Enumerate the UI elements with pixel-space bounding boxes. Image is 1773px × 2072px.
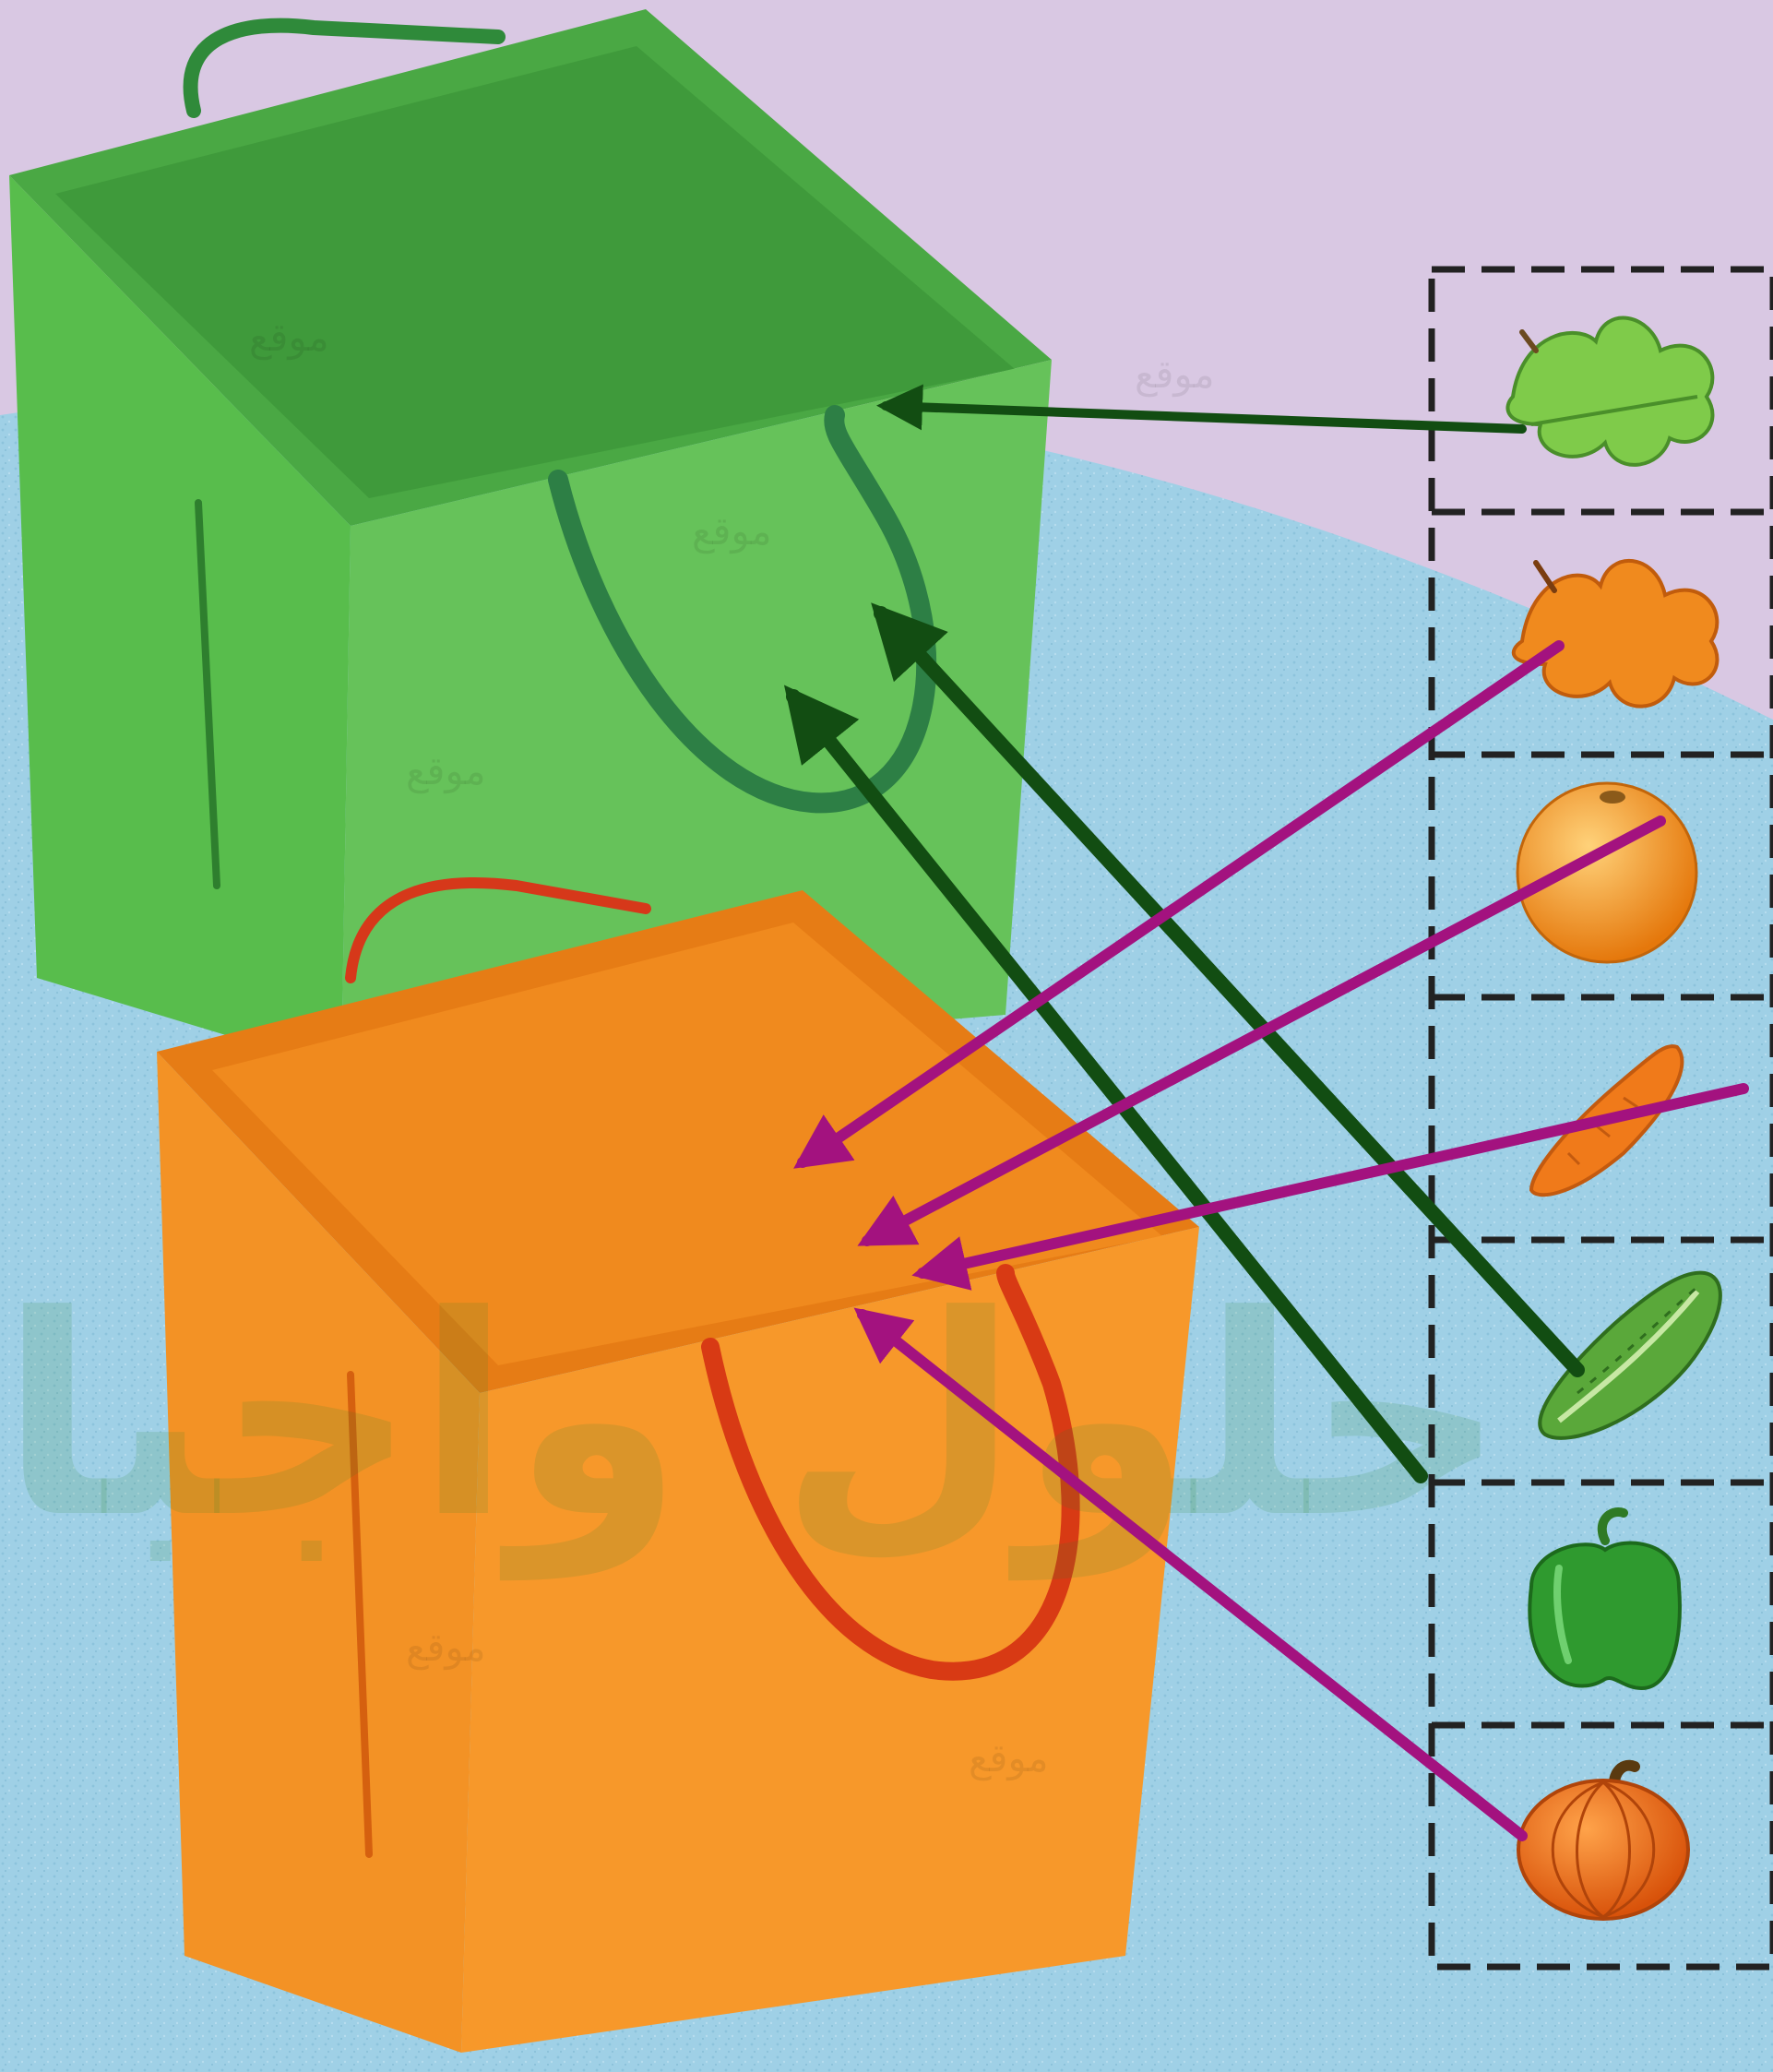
watermark-text: موقع (406, 748, 486, 794)
watermark-text: موقع (1135, 351, 1215, 398)
orange-fruit-icon (1517, 783, 1696, 962)
watermark-text: موقع (406, 1625, 486, 1671)
watermark-text: موقع (249, 315, 329, 361)
watermark-text: موقع (969, 1735, 1049, 1781)
watermark-text: موقع (692, 508, 772, 554)
